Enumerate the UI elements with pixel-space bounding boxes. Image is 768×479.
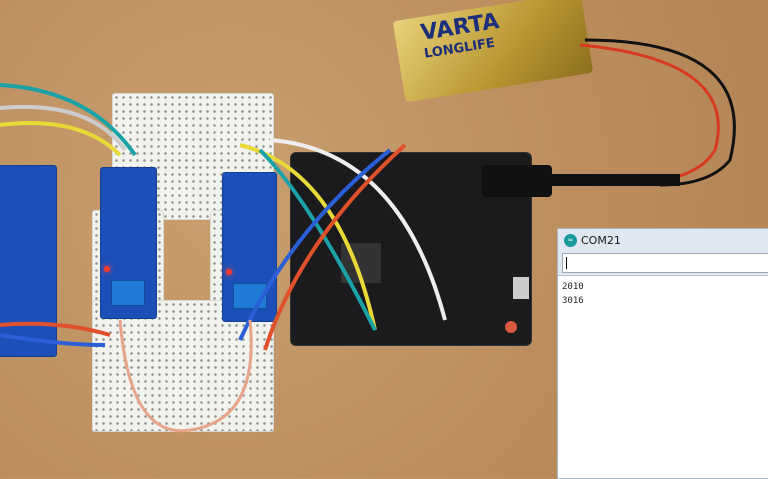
battery-wire-black xyxy=(584,38,736,187)
serial-monitor-titlebar[interactable]: ∞ COM21 xyxy=(558,229,768,251)
usb-port xyxy=(513,277,529,299)
wire-red xyxy=(263,143,407,351)
arduino-logo-icon: ∞ xyxy=(564,233,577,247)
text-caret xyxy=(566,257,567,269)
wire-yellow xyxy=(0,121,122,157)
reset-button xyxy=(505,321,517,333)
wire-twisted xyxy=(118,319,253,433)
wire-white xyxy=(269,138,447,321)
wire-teal-2 xyxy=(258,148,377,331)
led-red xyxy=(104,266,110,272)
breadboard-bottom xyxy=(92,300,274,432)
window-title: COM21 xyxy=(581,233,621,247)
sensor-module-2 xyxy=(222,172,277,322)
serial-monitor-window: ∞ COM21 2010 3016 xyxy=(557,228,768,479)
screw-terminal xyxy=(111,280,145,306)
wire-blue-left xyxy=(0,333,106,347)
wire-gray xyxy=(0,104,127,152)
wire-red-left xyxy=(0,321,111,337)
serial-send-input[interactable] xyxy=(562,253,768,273)
serial-output: 2010 3016 xyxy=(558,275,768,478)
wire-teal xyxy=(0,83,137,157)
output-line: 3016 xyxy=(562,296,584,306)
output-line: 2010 xyxy=(562,282,584,292)
led-red xyxy=(226,269,232,275)
wire-blue xyxy=(238,148,392,341)
battery-wire-red xyxy=(579,43,720,182)
dc-jack-plug xyxy=(482,165,552,197)
sensor-module-1 xyxy=(100,167,157,319)
